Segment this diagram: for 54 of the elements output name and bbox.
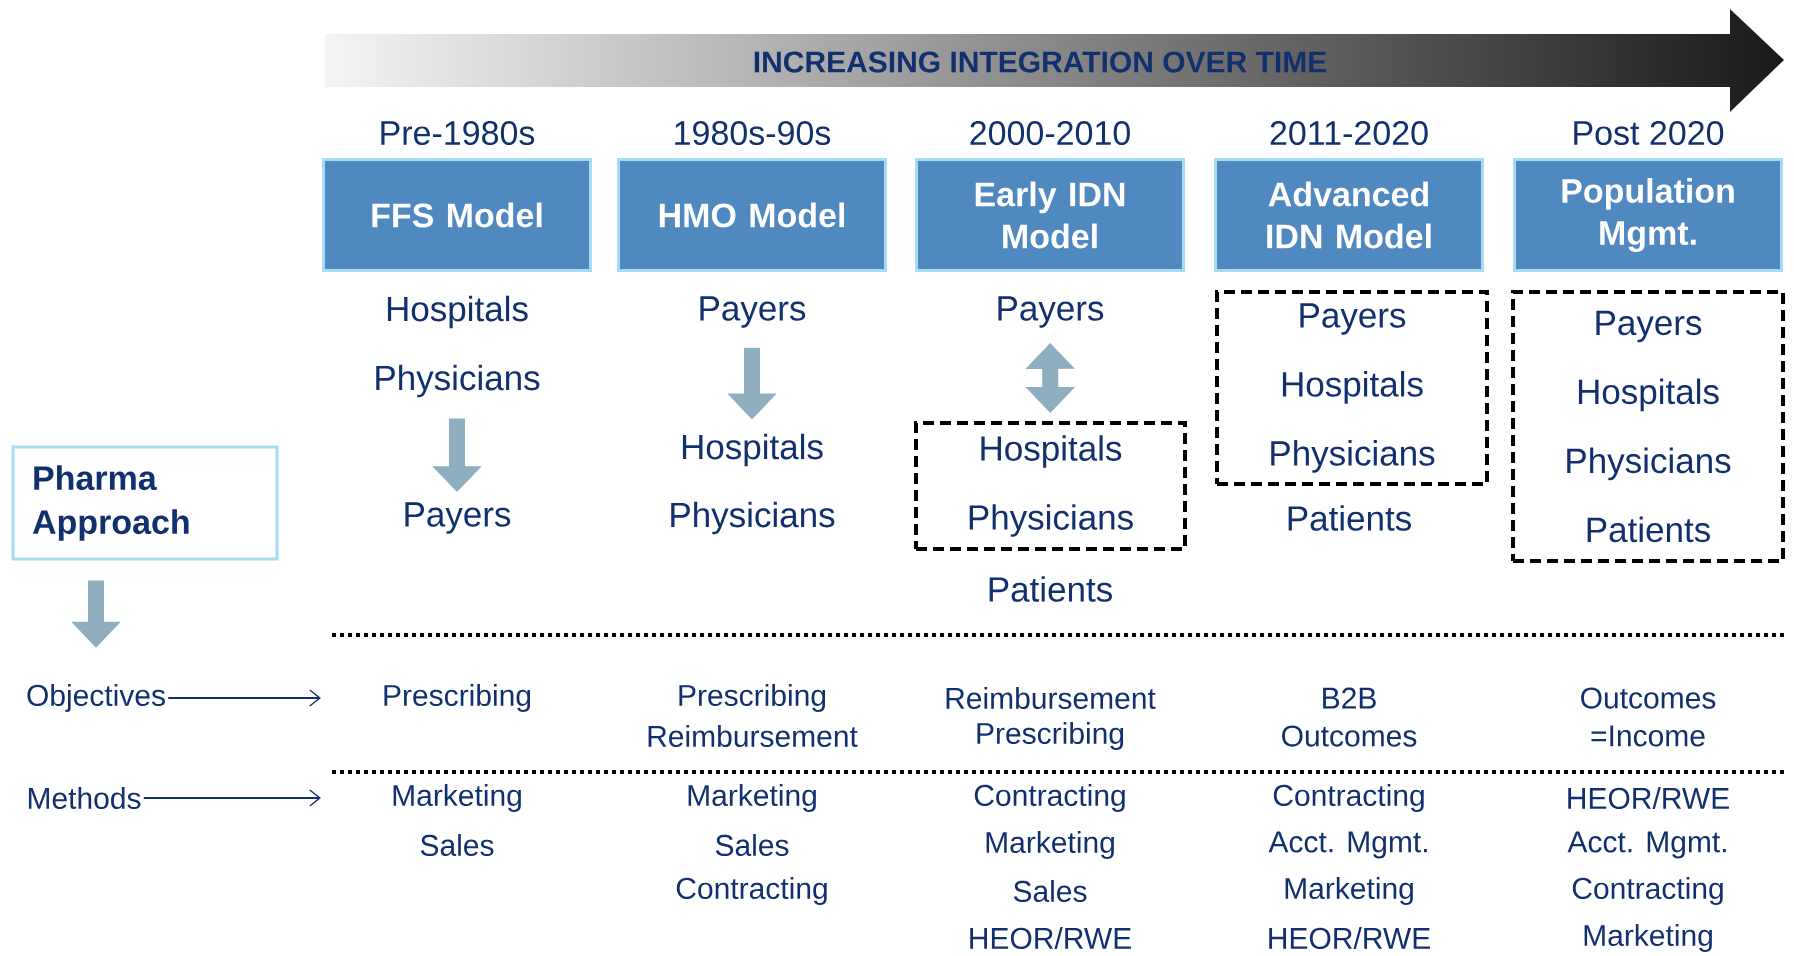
method-text: Marketing <box>1584 924 1712 952</box>
model-box: HMO Model <box>617 158 887 272</box>
dashed-group-box: Payers Hospitals Physicians <box>1215 290 1489 486</box>
method-text: Marketing <box>1285 877 1413 905</box>
method-text: Contracting <box>676 877 827 905</box>
year-label: 1980s-90s <box>675 120 831 146</box>
entity-label: Patients <box>1288 505 1411 531</box>
dashed-group-box: Payers Hospitals Physicians Patients <box>1511 290 1785 563</box>
method-text: Sales <box>420 834 494 857</box>
model-box: Population Mgmt. <box>1513 158 1783 272</box>
method-text: Contracting <box>1273 784 1424 812</box>
entity-label: Physicians <box>671 501 835 535</box>
entity-label: Payers <box>700 296 806 328</box>
model-box: Advanced IDN Model <box>1214 158 1484 272</box>
entity-label: Patients <box>989 576 1112 602</box>
method-text: Acct. Mgmt. <box>1268 831 1427 859</box>
method-text: HEOR/RWE <box>1568 787 1729 810</box>
method-text: Contracting <box>974 784 1125 812</box>
entity-label: Hospitals <box>387 295 528 329</box>
row-label: Objectives <box>27 684 165 712</box>
objective-text: =Income <box>1591 725 1705 747</box>
method-text: Acct. Mgmt. <box>1567 831 1726 859</box>
method-text: Marketing <box>688 784 816 812</box>
method-text: Sales <box>1013 880 1087 903</box>
arrow <box>142 789 321 807</box>
entity-label: Payers <box>405 502 511 534</box>
objective-text: Prescribing <box>384 684 531 712</box>
year-label: Post 2020 <box>1574 120 1724 146</box>
year-label: 2011-2020 <box>1270 120 1428 146</box>
year-label: Pre-1980s <box>381 120 535 146</box>
title: INCREASING INTEGRATION OVER TIME <box>754 51 1327 73</box>
objective-text: Outcomes <box>1282 725 1417 747</box>
objective-text: Reimbursement <box>946 687 1156 710</box>
entity-label: Hospitals <box>682 433 823 467</box>
objective-text: Prescribing <box>679 684 826 712</box>
entity-label: Payers <box>998 296 1104 328</box>
year-label: 2000-2010 <box>970 120 1130 146</box>
dashed-group-box: Hospitals Physicians <box>914 421 1187 551</box>
model-box: Early IDN Model <box>915 158 1185 272</box>
arrow <box>167 689 321 707</box>
method-text: HEOR/RWE <box>1269 927 1430 950</box>
objective-text: Reimbursement <box>648 725 858 748</box>
model-box: FFS Model <box>322 158 592 272</box>
objective-text: Outcomes <box>1581 687 1716 709</box>
method-text: Marketing <box>986 831 1114 859</box>
method-text: HEOR/RWE <box>970 927 1131 950</box>
row-label: Methods <box>28 787 141 810</box>
method-text: Sales <box>715 834 789 857</box>
entity-label: Physicians <box>376 364 540 398</box>
approach-box: Pharma Approach <box>11 445 279 561</box>
method-text: Contracting <box>1572 877 1723 905</box>
method-text: Marketing <box>393 784 521 812</box>
objective-text: B2B <box>1323 687 1376 709</box>
objective-text: Prescribing <box>977 722 1124 750</box>
